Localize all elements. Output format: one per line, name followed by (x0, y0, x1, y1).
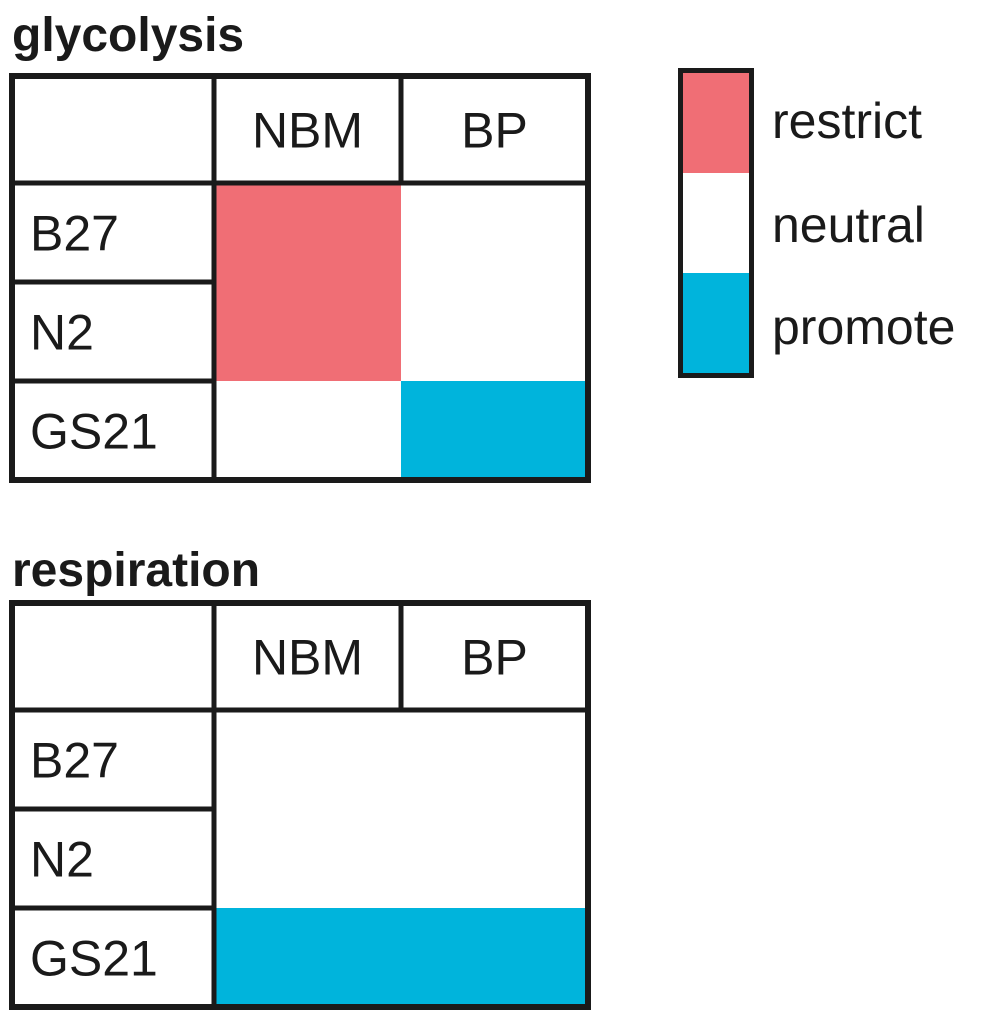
grid-outline (9, 73, 591, 483)
legend-label-promote: promote (772, 299, 956, 355)
cell-n2-nbm (214, 282, 401, 381)
grid-outline (9, 600, 591, 1010)
column-header-bp: BP (461, 103, 528, 159)
cell-gs21-nbm (214, 381, 401, 480)
column-header-nbm: NBM (252, 103, 363, 159)
row-label-b27: B27 (30, 733, 119, 789)
legend-swatch-promote (683, 273, 749, 373)
legend-swatch-restrict (683, 73, 749, 173)
row-label-gs21: GS21 (30, 404, 158, 460)
row-label-n2: N2 (30, 832, 94, 888)
glycolysis-title: glycolysis (12, 9, 245, 62)
legend-color-bar (678, 68, 754, 378)
cell-n2-bp (401, 809, 588, 908)
cell-n2-nbm (214, 809, 401, 908)
cell-n2-bp (401, 282, 588, 381)
column-header-nbm: NBM (252, 630, 363, 686)
respiration-title: respiration (12, 544, 261, 597)
cell-gs21-bp (401, 908, 588, 1007)
column-header-bp: BP (461, 630, 528, 686)
legend-label-restrict: restrict (772, 93, 922, 149)
row-label-n2: N2 (30, 305, 94, 361)
legend-swatch-neutral (683, 173, 749, 273)
cell-gs21-nbm (214, 908, 401, 1007)
legend-label-neutral: neutral (772, 197, 925, 253)
cell-gs21-bp (401, 381, 588, 480)
row-label-b27: B27 (30, 206, 119, 262)
cell-b27-bp (401, 183, 588, 282)
row-label-gs21: GS21 (30, 931, 158, 987)
cell-b27-nbm (214, 710, 401, 809)
cell-b27-nbm (214, 183, 401, 282)
cell-b27-bp (401, 710, 588, 809)
